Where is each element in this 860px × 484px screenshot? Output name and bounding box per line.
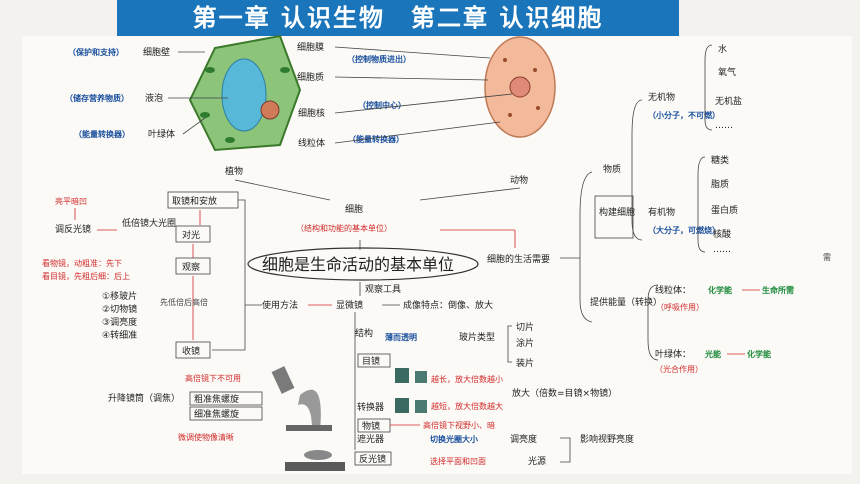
fat-label: 脂质: [711, 178, 729, 190]
chloroplast-function: （能量转换器）: [74, 129, 130, 139]
shorter-objective-note: 越短，放大倍数越大: [431, 401, 503, 411]
inorganic-note: （小分子，不可燃）: [648, 110, 720, 120]
respiration-note: （呼吸作用）: [656, 302, 704, 312]
sugar-label: 糖类: [711, 154, 729, 166]
cell-wall-function: （保护和支持）: [68, 47, 124, 57]
core-concept-ellipse: [247, 247, 479, 281]
organic-more: ……: [713, 245, 731, 255]
bright-flat-dark-concave: 亮平暗凹: [55, 196, 87, 206]
low-then-high: 先低倍后高倍: [160, 297, 208, 307]
plant-label: 植物: [225, 165, 243, 177]
objective-label: 物镜: [362, 420, 380, 432]
structure-label: 结构: [355, 327, 373, 339]
plant-cell-illustration: [188, 34, 302, 152]
objective-focus-tip: 看物镜，动粗准：先下: [42, 258, 122, 268]
slide-smear: 涂片: [516, 337, 534, 349]
adjust-mirror: 调反光镜: [55, 223, 91, 235]
mito-chemical-energy: 化学能: [708, 285, 732, 295]
not-for-high-power: 高倍镜下不可用: [185, 373, 241, 383]
eyepiece-label: 目镜: [362, 355, 380, 367]
cell-needs-label: 细胞的生活需要: [487, 253, 550, 265]
mito-energy-label: 线粒体：: [655, 284, 691, 296]
oxygen-label: 氧气: [718, 66, 736, 78]
banner-title: 第一章 认识生物 第二章 认识细胞: [117, 0, 679, 36]
chloro-energy-label: 叶绿体：: [655, 348, 691, 360]
energy-label: 提供能量（转换）: [590, 296, 662, 308]
imaging-features: 成像特点：倒像、放大: [403, 299, 493, 311]
mito-life-needs: 生命所需: [762, 285, 794, 295]
animal-cell-illustration: [484, 36, 556, 138]
step-fine-focus: ④转细准: [102, 329, 137, 341]
organic-note: （大分子，可燃烧）: [648, 225, 720, 235]
organic-label: 有机物: [648, 206, 675, 218]
nucleic-label: 核酸: [713, 228, 731, 240]
nucleus-function: （控制中心）: [358, 100, 406, 110]
mitochondria-function: （能量转换器）: [348, 134, 404, 144]
diaphragm-label: 遮光器: [357, 433, 384, 445]
light-source: 光源: [528, 455, 546, 467]
diaphragm-function: 切换光圈大小: [430, 434, 478, 444]
chloro-chemical-energy: 化学能: [747, 349, 771, 359]
inorganic-label: 无机物: [648, 91, 675, 103]
page-edge-fragment: 需: [823, 253, 831, 262]
chloroplast-label: 叶绿体: [148, 128, 175, 140]
step-store: 收镜: [182, 345, 200, 357]
coarse-focus-knob: 粗准焦螺旋: [194, 393, 239, 405]
photosynthesis-note: （光合作用）: [655, 364, 703, 374]
cytoplasm-label: 细胞质: [297, 71, 324, 83]
inorganic-more: ……: [715, 121, 733, 131]
cell-definition: （结构和功能的基本单位）: [296, 223, 392, 233]
water-label: 水: [718, 43, 727, 55]
mind-map-sheet: [22, 36, 852, 474]
raise-lower-tube: 升降镜筒（调焦）: [108, 392, 180, 404]
cell-wall-label: 细胞壁: [143, 46, 170, 58]
core-concept: 细胞是生命活动的基本单位: [262, 255, 454, 274]
thin-transparent: 薄而透明: [385, 332, 417, 342]
step-switch-objective: ②切物镜: [102, 303, 137, 315]
salt-label: 无机盐: [715, 95, 742, 107]
microscope-label: 显微镜: [336, 299, 363, 311]
converter-label: 转换器: [357, 401, 384, 413]
mirror-label: 反光镜: [359, 453, 386, 465]
affect-field-brightness: 影响视野亮度: [580, 433, 634, 445]
build-cell-label: 构建细胞: [599, 206, 635, 218]
cell-membrane-function: （控制物质进出）: [347, 54, 411, 64]
step-light: 对光: [182, 229, 200, 241]
chloro-light-energy: 光能: [704, 349, 721, 359]
objective-lenses: [395, 398, 427, 413]
cell-label: 细胞: [345, 203, 363, 215]
step-take-microscope: 取镜和安放: [172, 195, 217, 207]
slide-section: 切片: [516, 321, 534, 333]
longer-eyepiece-note: 越长，放大倍数越小: [431, 374, 503, 384]
high-power-dim: 高倍镜下视野小、暗: [423, 420, 495, 430]
protein-label: 蛋白质: [711, 204, 738, 216]
step-move-slide: ①移玻片: [102, 290, 137, 302]
magnification-formula: 放大（倍数=目镜×物镜）: [512, 387, 617, 399]
animal-label: 动物: [510, 174, 528, 186]
microscope-illustration: [271, 366, 345, 471]
cell-membrane-label: 细胞膜: [297, 41, 324, 53]
mirror-function: 选择平面和凹面: [430, 456, 486, 466]
mitochondria-label: 线粒体: [298, 137, 325, 149]
observation-tool-label: 观察工具: [365, 283, 401, 295]
eyepiece-focus-tip: 看目镜，先粗后细：后上: [42, 271, 130, 281]
usage-method-label: 使用方法: [262, 299, 298, 311]
vacuole-label: 液泡: [145, 92, 163, 104]
low-power-large-aperture: 低倍镜大光圈: [122, 217, 176, 229]
fine-tune-sharpness: 微调使物像清晰: [178, 432, 234, 442]
slide-types: 玻片类型: [459, 331, 495, 343]
step-adjust-brightness: ③调亮度: [102, 316, 137, 328]
adjust-brightness: 调亮度: [510, 433, 537, 445]
nucleus-label: 细胞核: [298, 107, 325, 119]
step-observe: 观察: [182, 261, 200, 273]
build-cell-box: [594, 195, 634, 239]
matter-label: 物质: [603, 163, 621, 175]
vacuole-function: （储存营养物质）: [65, 93, 129, 103]
fine-focus-knob: 细准焦螺旋: [194, 408, 239, 420]
slide-mount: 装片: [516, 357, 534, 369]
eyepiece-lenses: [395, 368, 427, 383]
